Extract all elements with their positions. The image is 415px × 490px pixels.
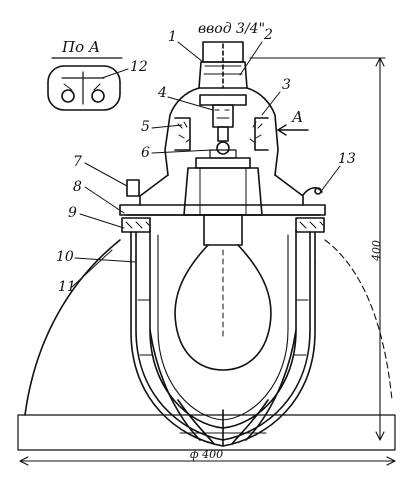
- callout-6: 6: [141, 145, 150, 161]
- callout-10: 10: [56, 249, 74, 265]
- lamp-bulb: [174, 214, 272, 371]
- body-cone: [119, 174, 326, 216]
- callout-4: 4: [158, 85, 167, 101]
- callout-3: 3: [282, 77, 291, 93]
- callout-12: 12: [130, 59, 148, 75]
- width-dimension-label: ф 400: [190, 448, 224, 461]
- callout-9: 9: [68, 205, 77, 221]
- view-a-label: По А: [62, 38, 101, 56]
- socket-assembly: [183, 104, 263, 216]
- callout-13: 13: [338, 151, 356, 167]
- callout-2: 2: [264, 27, 273, 43]
- width-dimension: [19, 456, 396, 466]
- height-dimension: [249, 57, 386, 441]
- callout-11: 11: [58, 279, 76, 295]
- leader-lines: [71, 41, 341, 288]
- clamp-ring: [121, 217, 325, 263]
- callout-8: 8: [73, 179, 82, 195]
- inlet-fitting: [198, 41, 248, 89]
- view-arrow: [277, 124, 309, 136]
- callout-1: 1: [168, 29, 177, 45]
- view-arrow-label: А: [292, 108, 304, 126]
- inlet-label: ввод 3/4": [198, 21, 266, 37]
- cap-housing: [164, 87, 279, 176]
- height-dimension-label: 400: [370, 240, 383, 261]
- inset-view-a: [47, 57, 123, 111]
- reflector: [17, 239, 396, 451]
- wire-guard: [130, 259, 316, 447]
- callout-7: 7: [73, 154, 82, 170]
- callout-5: 5: [141, 119, 150, 135]
